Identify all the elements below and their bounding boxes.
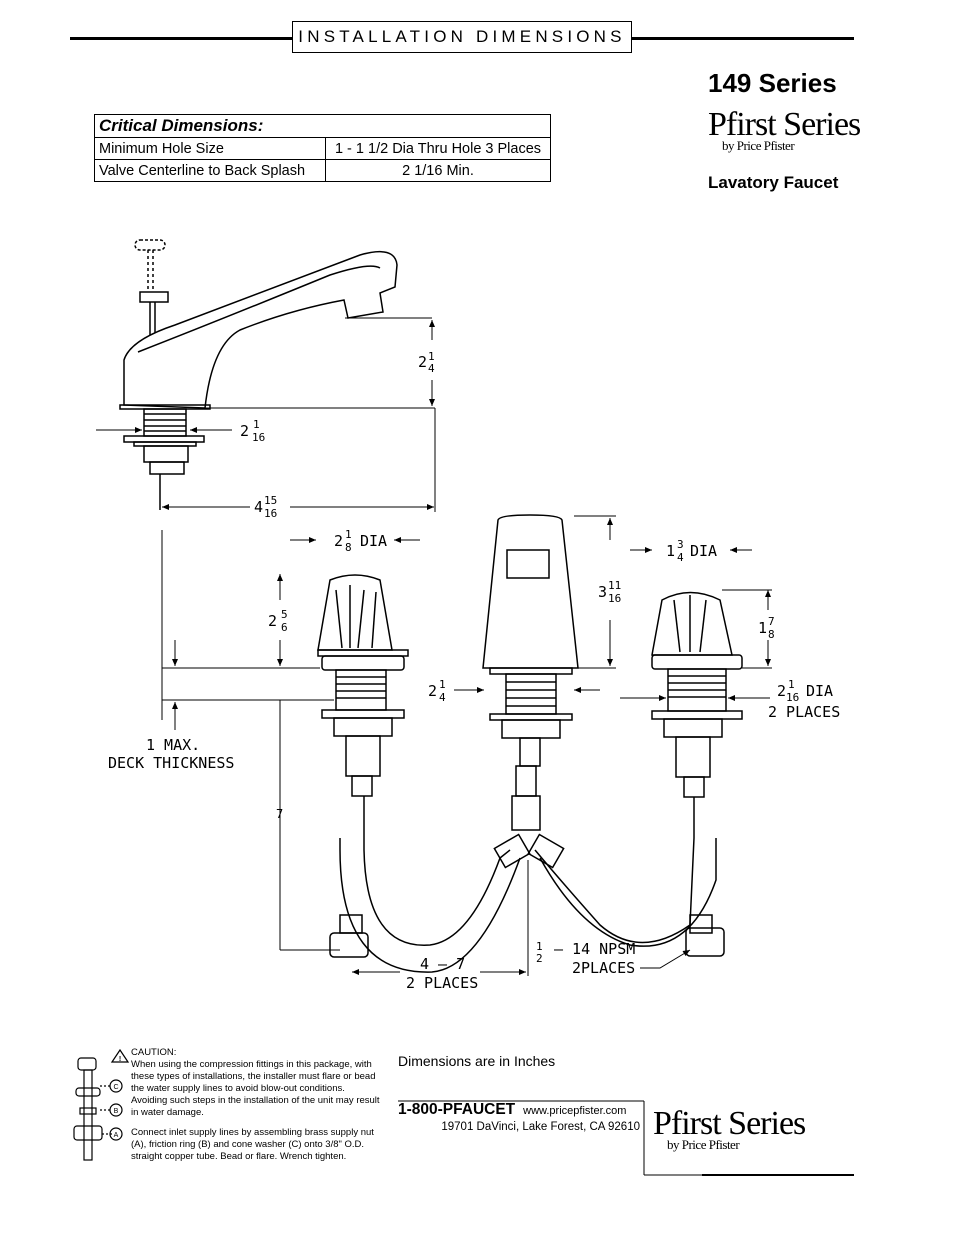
reach-whole: 4 [254,498,263,516]
warning-icon: ! [119,1056,121,1063]
handle-dia-den: 8 [345,541,352,554]
handle-height-whole: 2 [268,612,277,630]
spout-body-whole: 3 [598,583,607,601]
npsm-places: 2PLACES [572,959,635,977]
spread-line1: 4 — 7 [420,955,465,973]
handle-dia-whole: 2 [334,532,343,550]
hole-dia-den: 16 [786,691,799,704]
header-rule-left [70,37,292,40]
critical-dimensions-table: Critical Dimensions: Minimum Hole Size 1… [94,114,551,182]
center-spout-front [482,514,579,831]
contact-block: 1-800-PFAUCET www.pricepfister.com 19701 … [398,1101,644,1133]
npsm-num: 1 [536,940,543,953]
phone-number: 1-800-PFAUCET [398,1101,516,1118]
brand-logo-name: Pfirst Series [653,1105,806,1142]
spout-height-num: 1 [428,350,435,363]
table-row: Valve Centerline to Back Splash 2 1/16 M… [94,159,551,182]
right-dia-unit: DIA [690,542,717,560]
handle-height-num: 5 [281,608,288,621]
website-link[interactable]: www.pricepfister.com [523,1105,627,1117]
hole-dia-whole: 2 [777,682,786,700]
supply-hoses [329,833,725,973]
brand-logo-byline: by Price Pfister [722,138,795,153]
fitting-label-c: C [113,1084,118,1091]
supply-fitting-detail [73,1048,130,1161]
supply-length: 7 [276,807,283,821]
spout-height-den: 4 [428,362,435,375]
deck-thickness-line2: DECK THICKNESS [108,754,234,772]
address: 19701 DaVinci, Lake Forest, CA 92610 [441,1121,640,1133]
center-shank-num: 1 [439,678,446,691]
handle-dia-num: 1 [345,528,352,541]
right-dia-whole: 1 [666,542,675,560]
hole-dia-unit: DIA [806,682,833,700]
brand-logo-name: Pfirst Series [708,106,861,143]
row-value: 2 1/16 Min. [325,159,551,182]
right-dia-den: 4 [677,551,684,564]
page-title: INSTALLATION DIMENSIONS [292,21,632,53]
shank-whole: 2 [240,422,249,440]
shank-den: 16 [252,431,265,444]
left-handle-valve [317,574,409,838]
row-label: Minimum Hole Size [94,137,326,160]
handle-dia-unit: DIA [360,532,387,550]
right-handle-valve [651,591,743,838]
spout-body-num: 11 [608,579,621,592]
reach-den: 16 [264,507,277,520]
product-type: Lavatory Faucet [708,173,839,192]
caution-paragraph-1: When using the compression fittings in t… [131,1059,380,1118]
spout-height-whole: 2 [418,353,427,371]
npsm-den: 2 [536,952,543,965]
brand-logo-top: Pfirst Series by Price Pfister [708,106,861,154]
caution-paragraph-2: Connect inlet supply lines by assembling… [131,1127,374,1162]
reach-num: 15 [264,494,277,507]
brand-logo-bottom: Pfirst Series by Price Pfister [653,1105,806,1153]
units-note: Dimensions are in Inches [398,1053,556,1069]
spout-side-view [119,239,398,510]
caution-title: CAUTION: [131,1047,177,1058]
caution-notice: CAUTION: When using the compression fitt… [131,1047,381,1163]
fitting-label-b: B [114,1108,119,1115]
center-shank-den: 4 [439,691,446,704]
header-rule-right [632,37,854,40]
right-dia-num: 3 [677,538,684,551]
npsm-thread: — 14 NPSM [554,940,635,958]
right-height-num: 7 [768,615,775,628]
series-title: 149 Series [708,68,837,98]
hole-dia-num: 1 [788,678,795,691]
center-shank-whole: 2 [428,682,437,700]
hole-places: 2 PLACES [768,703,840,721]
brand-logo-byline: by Price Pfister [667,1137,740,1152]
right-height-den: 8 [768,628,775,641]
deck-thickness-line1: 1 MAX. [146,736,200,754]
fitting-label-a: A [114,1132,119,1139]
spout-body-den: 16 [608,592,621,605]
shank-num: 1 [253,418,260,431]
row-label: Valve Centerline to Back Splash [94,159,326,182]
right-height-whole: 1 [758,619,767,637]
spread-line2: 2 PLACES [406,974,478,992]
handle-height-den: 6 [281,621,288,634]
